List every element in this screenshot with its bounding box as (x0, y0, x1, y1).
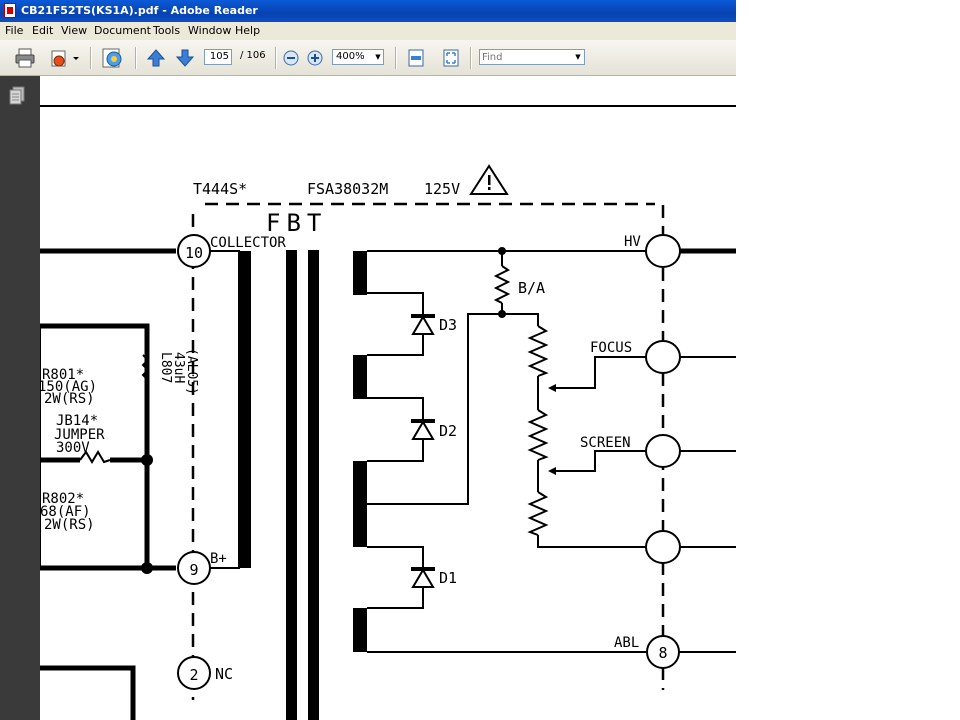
fit-width-button[interactable] (440, 47, 462, 69)
part-ref-label: T444S* (193, 180, 247, 198)
toolbar-separator (275, 47, 277, 69)
search-document-button[interactable] (101, 47, 123, 69)
abl-label: ABL (614, 635, 639, 651)
page-total-label: / 106 (240, 50, 266, 61)
zoom-out-button[interactable] (280, 47, 302, 69)
d2-label: D2 (439, 422, 457, 440)
title-bar: CB21F52TS(KS1A).pdf - Adobe Reader (0, 0, 736, 22)
previous-page-icon (146, 49, 166, 67)
toolbar-separator (90, 47, 92, 69)
next-page-button[interactable] (174, 47, 196, 69)
pin-10-label: 10 (185, 244, 203, 262)
voltage-label: 125V (424, 180, 460, 198)
schematic-drawing: T444S* FSA38032M 125V FBT (40, 105, 736, 720)
find-input[interactable] (482, 50, 572, 64)
print-button[interactable] (14, 47, 36, 69)
fit-page-button[interactable] (405, 47, 427, 69)
find-box[interactable]: ▼ (479, 49, 585, 65)
menu-file[interactable]: File (5, 24, 24, 37)
zoom-value: 400% (336, 51, 365, 62)
pdf-document-icon (4, 3, 16, 18)
diode-d3 (411, 314, 435, 335)
diode-d2 (411, 419, 435, 440)
menu-edit[interactable]: Edit (32, 24, 54, 37)
navigation-panel (0, 76, 40, 720)
document-view[interactable]: T444S* FSA38032M 125V FBT (40, 76, 736, 720)
email-button[interactable] (49, 47, 79, 69)
zoom-in-icon (307, 50, 323, 66)
l807-value-label: 43uH (171, 352, 186, 383)
jb14-type-label: JUMPER (54, 427, 105, 443)
search-document-icon (102, 48, 122, 68)
nc-label: NC (215, 665, 233, 683)
pin-8-label: 8 (658, 644, 667, 662)
print-icon (15, 48, 35, 68)
d1-label: D1 (439, 569, 457, 587)
pages-icon[interactable] (9, 86, 27, 106)
r802-value-label: 68(AF) (40, 504, 91, 520)
adobe-reader-window: CB21F52TS(KS1A).pdf - Adobe Reader File … (0, 0, 736, 720)
toolbar-separator (135, 47, 137, 69)
menu-document[interactable]: Document (94, 24, 151, 37)
zoom-out-icon (283, 50, 299, 66)
ba-label: B/A (518, 279, 545, 297)
warning-triangle-icon (469, 164, 509, 195)
jb14-value-label: 300V (56, 440, 90, 456)
zoom-in-button[interactable] (304, 47, 326, 69)
menu-tools[interactable]: Tools (153, 24, 181, 37)
page-number-input[interactable]: 105 (204, 49, 232, 65)
diode-d1 (411, 567, 435, 588)
hv-label: HV (624, 234, 641, 250)
toolbar-separator (395, 47, 397, 69)
jb14-ref-label: JB14* (56, 413, 98, 429)
chevron-down-icon[interactable]: ▼ (575, 53, 581, 61)
chevron-down-icon[interactable]: ▼ (375, 53, 381, 61)
r801-power-label: 2W(RS) (44, 391, 95, 407)
part-number-label: FSA38032M (307, 180, 388, 198)
l807-ref-label: L807 (158, 352, 173, 383)
menu-bar: File Edit View Document Tools Window Hel… (0, 22, 736, 40)
menu-window[interactable]: Window (188, 24, 232, 37)
r802-ref-label: R802* (42, 491, 84, 507)
screen-label: SCREEN (580, 435, 631, 451)
r801-value-label: 150(AG) (40, 379, 97, 395)
fbt-outline (191, 202, 665, 700)
r802-power-label: 2W(RS) (44, 517, 95, 533)
pin-9-label: 9 (189, 561, 198, 579)
fbt-label: FBT (266, 209, 327, 237)
l807-code-label: (AL05) (184, 348, 199, 395)
previous-page-button[interactable] (145, 47, 167, 69)
bplus-label: B+ (210, 551, 227, 567)
email-icon (51, 50, 79, 67)
window-title: CB21F52TS(KS1A).pdf - Adobe Reader (21, 4, 258, 17)
fit-page-icon (408, 49, 424, 67)
zoom-select[interactable]: 400% ▼ (332, 49, 384, 65)
next-page-icon (175, 49, 195, 67)
main-toolbar (0, 40, 736, 76)
toolbar-separator (470, 47, 472, 69)
pin-2-label: 2 (189, 666, 198, 684)
r801-ref-label: R801* (42, 367, 84, 383)
fit-width-icon (443, 49, 459, 67)
focus-label: FOCUS (590, 340, 632, 356)
d3-label: D3 (439, 316, 457, 334)
menu-help[interactable]: Help (235, 24, 261, 37)
collector-label: COLLECTOR (210, 235, 286, 251)
menu-view[interactable]: View (61, 24, 88, 37)
